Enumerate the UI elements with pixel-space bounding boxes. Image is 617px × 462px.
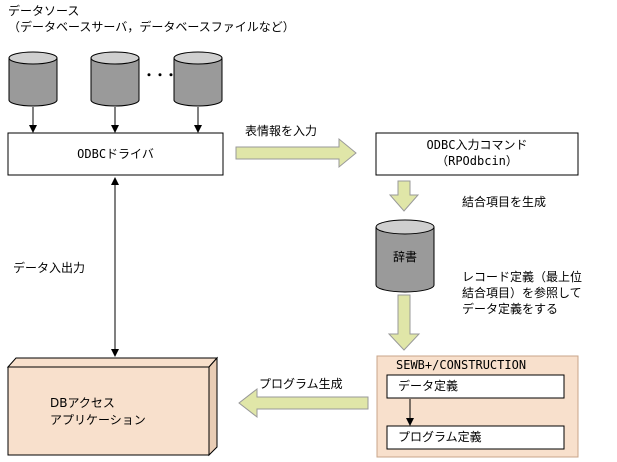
- odbc-driver-box: [7, 132, 224, 176]
- program-definition-label: プログラム定義: [398, 430, 482, 444]
- dictionary-label: 辞書: [392, 250, 417, 264]
- db-app-box: [6, 356, 219, 457]
- join-item-generate-label: 結合項目を生成: [462, 195, 547, 209]
- odbc-command-line2: （RPOdbcin）: [436, 154, 518, 168]
- data-definition-box: [386, 374, 565, 399]
- program-definition-box: [386, 425, 565, 450]
- record-note-line1: レコード定義（最上位: [462, 270, 583, 284]
- record-note-line3: データ定義をする: [462, 302, 559, 316]
- table-info-input-label: 表情報を入力: [245, 124, 318, 138]
- fat-arrow-join-items: [388, 180, 420, 212]
- odbc-command-line1: ODBC入力コマンド: [426, 138, 528, 152]
- program-generate-label: プログラム生成: [259, 377, 343, 391]
- data-source-ellipsis: ・・・: [143, 68, 177, 82]
- dictionary-cylinder: [375, 219, 435, 293]
- fat-arrow-record-def: [387, 294, 421, 351]
- data-source-title: データソース: [8, 4, 80, 18]
- db-app-line1: DBアクセス: [50, 396, 115, 410]
- data-source-cylinder-3: [173, 51, 223, 107]
- fat-arrow-table-info: [235, 137, 357, 169]
- sewb-title: SEWB+/CONSTRUCTION: [396, 358, 527, 372]
- data-io-label: データ入出力: [13, 261, 86, 275]
- record-note-line2: 結合項目）を参照して: [462, 286, 582, 300]
- data-source-subtitle: （データベースサーバ，データベースファイルなど）: [8, 20, 295, 34]
- data-definition-label: データ定義: [398, 379, 459, 393]
- data-source-cylinder-1: [8, 51, 58, 107]
- odbc-driver-label: ODBCドライバ: [77, 147, 154, 161]
- data-source-cylinder-2: [90, 51, 140, 107]
- fat-arrow-program-generate: [238, 387, 369, 419]
- odbc-command-box: [375, 132, 579, 176]
- db-app-line2: アプリケーション: [50, 413, 146, 427]
